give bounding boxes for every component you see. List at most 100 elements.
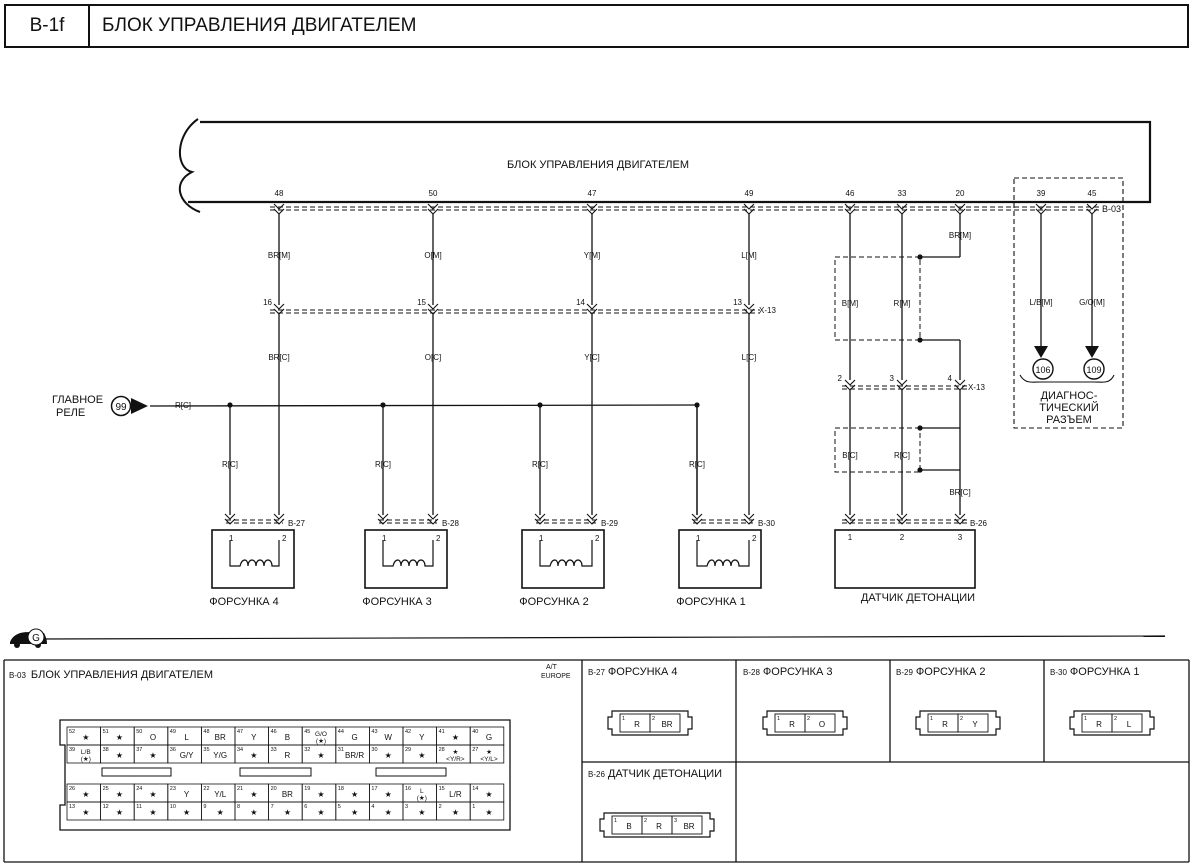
ecu-cell-color: ★ — [217, 808, 224, 817]
knock-wire-upper: R[M] — [894, 299, 911, 308]
sheet-code: B-1f — [6, 6, 90, 46]
connector-pin-number: 2 — [1114, 716, 1117, 722]
ecu-cell-color: ★ — [385, 808, 392, 817]
ecu-cell-pin: 32 — [304, 747, 310, 753]
ecu-cell-color: ★ — [418, 751, 425, 760]
injector-term-2: 2 — [436, 534, 441, 543]
ecu-cell-pin: 49 — [170, 729, 176, 735]
injector-wire-upper: BR[M] — [268, 251, 290, 260]
ecu-cell — [469, 744, 505, 764]
knock-sensor-body — [834, 529, 976, 589]
diag-name-line: ТИЧЕСКИЙ — [1039, 401, 1098, 414]
ecu-cell-pin: 50 — [136, 729, 142, 735]
ecu-cell-color: ★ — [317, 751, 324, 760]
ecu-cell-pin: 26 — [69, 786, 75, 792]
ecu-cell-color: ★ — [452, 749, 458, 756]
ecu-cell-color: L/B — [81, 749, 91, 756]
injector-wire-upper: L[M] — [741, 251, 757, 260]
ecu-box-label: БЛОК УПРАВЛЕНИЯ ДВИГАТЕЛЕМ — [507, 159, 689, 171]
injector-name: ФОРСУНКА 1 — [676, 596, 746, 608]
ecu-cell-color: R — [285, 751, 291, 760]
diag-name-line: РАЗЪЕМ — [1046, 414, 1092, 426]
knock-wire-lower: B[C] — [842, 451, 858, 460]
joint-pin-number: 16 — [263, 298, 272, 307]
ecu-cell-color: O — [150, 733, 156, 742]
connector-housing — [1069, 710, 1155, 736]
connector-name: ФОРСУНКА 1 — [1070, 666, 1140, 678]
injector-power-label: R[C] — [222, 460, 238, 469]
ecu-pin-47: 47 — [588, 189, 597, 198]
ecu-cell-pin: 39 — [69, 747, 75, 753]
shield-box — [834, 256, 921, 341]
ecu-cell-color: ★ — [82, 733, 89, 742]
diag-ref-circle — [1032, 358, 1054, 380]
ecu-cell — [469, 801, 505, 821]
knock-term-chevron — [844, 513, 856, 525]
ecu-cell-pin: 37 — [136, 747, 142, 753]
diag-ref-circle — [1083, 358, 1105, 380]
diag-wire-label: L/B[M] — [1029, 298, 1052, 307]
ecu-cell-pin: 18 — [338, 786, 344, 792]
sheet-header: B-1f БЛОК УПРАВЛЕНИЯ ДВИГАТЕЛЕМ — [4, 4, 1189, 48]
ecu-cell-pin: 27 — [472, 747, 478, 753]
ecu-cell-pin: 19 — [304, 786, 310, 792]
knock-term: 3 — [958, 533, 963, 542]
b03-variant-1: A/T — [546, 664, 558, 671]
ecu-cell-color: ★ — [317, 808, 324, 817]
ecu-cell-color: G — [351, 733, 357, 742]
injector-wire-lower: O[C] — [425, 353, 441, 362]
connector-pin-number: 1 — [930, 716, 933, 722]
connector-pin-cell — [1111, 713, 1143, 733]
ecu-cell-pin: 11 — [136, 804, 142, 810]
ecu-cell-pin: 4 — [371, 804, 374, 810]
joint-pin-number: 13 — [733, 298, 742, 307]
knock-pin-chevron — [954, 203, 966, 215]
ecu-cell-pin: 41 — [439, 729, 445, 735]
connector-housing — [762, 710, 848, 736]
injector-coil-icon — [229, 540, 280, 567]
diag-arrow-icon — [1034, 346, 1048, 358]
ecu-cell-color: B — [285, 733, 290, 742]
knock-connector-id: B-26 — [970, 519, 987, 528]
ecu-pin-46: 46 — [846, 189, 855, 198]
connector-pin-cell — [649, 713, 681, 733]
injector-term-2: 2 — [595, 534, 600, 543]
connector-pin-color: BR — [683, 822, 694, 831]
connector-pin-cell — [957, 713, 989, 733]
injector-term-chevron — [586, 513, 598, 525]
ecu-cell-pin: 42 — [405, 729, 411, 735]
connector-pin-color: R — [1096, 720, 1102, 729]
injector-name: ФОРСУНКА 4 — [209, 596, 279, 608]
connector-pin-color: Y — [972, 720, 978, 729]
main-relay-wire-label: R[C] — [175, 401, 191, 410]
ecu-cell-pin: 3 — [405, 804, 408, 810]
injector-term-2: 2 — [752, 534, 757, 543]
connector-pin-cell — [671, 815, 703, 835]
diag-pin-chevron — [1086, 203, 1098, 215]
joint-pin-number: 15 — [417, 298, 426, 307]
connector-code: B-29 — [896, 668, 913, 677]
ecu-cell-pin: 31 — [338, 747, 344, 753]
connector-pin-number: 3 — [674, 818, 677, 824]
ecu-cell-color: ★ — [149, 751, 156, 760]
ecu-cell-color: ★ — [149, 808, 156, 817]
connector-name: ДАТЧИК ДЕТОНАЦИИ — [608, 768, 722, 780]
ecu-cell-color: Y — [419, 733, 425, 742]
ecu-cell-color: L/R — [449, 790, 462, 799]
ground-divider-line — [37, 635, 1166, 640]
injector-coil-icon — [382, 540, 434, 567]
ecu-cell-color: <Y/R> — [446, 756, 465, 763]
ecu-pin-50: 50 — [429, 189, 438, 198]
connector-name: ФОРСУНКА 3 — [763, 666, 833, 678]
injector-wire-upper: Y[M] — [584, 251, 600, 260]
injector-term-2: 2 — [282, 534, 287, 543]
ecu-pin-chevron — [743, 203, 755, 215]
ecu-pin-39: 39 — [1037, 189, 1046, 198]
ecu-cell-pin: 20 — [271, 786, 277, 792]
shield-junction-dot — [917, 254, 923, 260]
ecu-pin-chevron — [586, 203, 598, 215]
ecu-pin-48: 48 — [275, 189, 284, 198]
